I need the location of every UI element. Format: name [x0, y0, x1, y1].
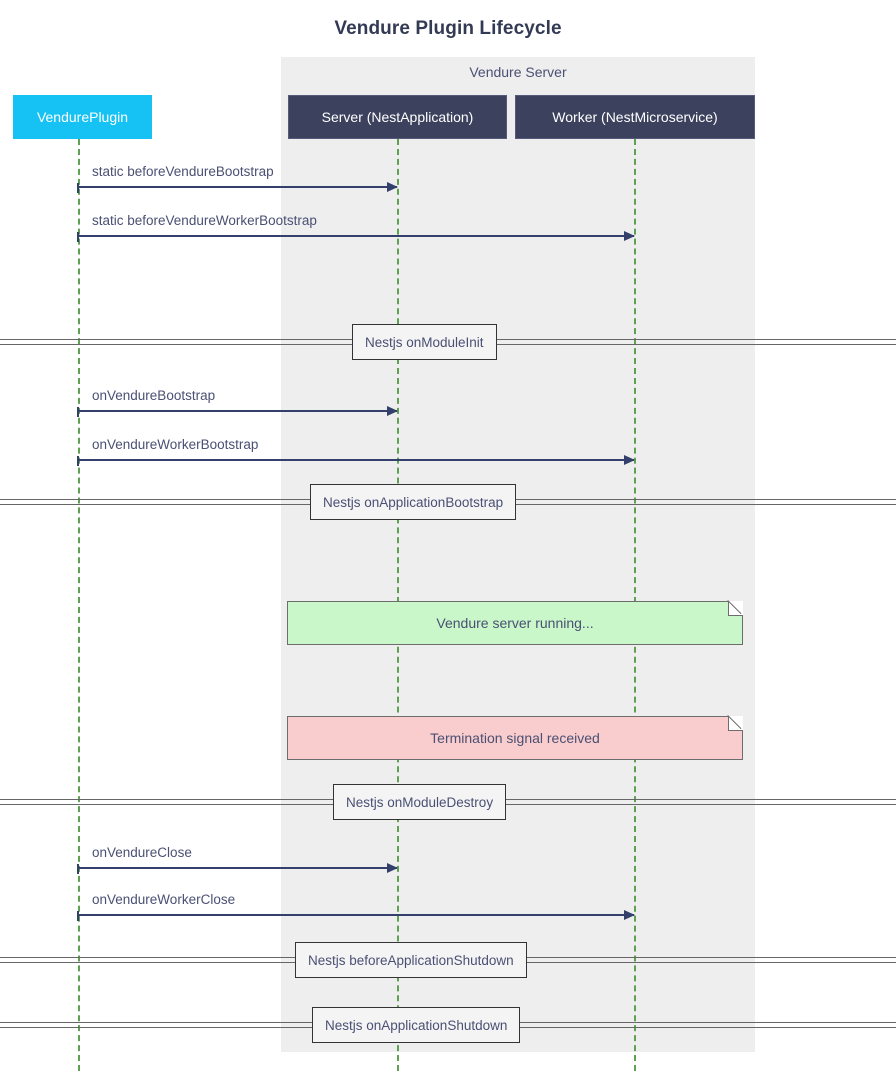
- arrow-tail: [77, 232, 79, 242]
- note-termination-signal: Termination signal received: [287, 716, 743, 760]
- actor-label: Worker (NestMicroservice): [552, 109, 718, 125]
- message-arrow: [77, 231, 635, 242]
- message-arrow: [77, 406, 398, 417]
- actor-label: VendurePlugin: [36, 109, 129, 125]
- message-arrow: [77, 910, 635, 921]
- message-arrow: [77, 863, 398, 874]
- arrow-head-icon: [387, 182, 398, 192]
- message-label: onVendureBootstrap: [92, 388, 216, 403]
- message-label: onVendureClose: [92, 845, 192, 860]
- actor-vendureplugin[interactable]: VendurePlugin: [13, 95, 152, 139]
- arrow-tail: [77, 407, 79, 417]
- arrow-head-icon: [624, 231, 635, 241]
- arrow-tail: [77, 456, 79, 466]
- arrow-head-icon: [387, 406, 398, 416]
- arrow-head-icon: [624, 910, 635, 920]
- divider-label: Nestjs onModuleInit: [352, 324, 497, 360]
- arrow-head-icon: [624, 455, 635, 465]
- arrow-head-icon: [387, 863, 398, 873]
- page-title: Vendure Plugin Lifecycle: [334, 18, 562, 39]
- actor-label: Server (NestApplication): [321, 109, 474, 125]
- note-label: Vendure server running...: [436, 615, 594, 631]
- message-label: static beforeVendureWorkerBootstrap: [92, 213, 317, 228]
- note-label: Termination signal received: [430, 730, 600, 746]
- divider-label: Nestjs beforeApplicationShutdown: [295, 942, 527, 978]
- note-fold-corner-icon: [728, 716, 743, 731]
- lifeline-plugin: [78, 139, 80, 1071]
- note-server-running: Vendure server running...: [287, 601, 743, 645]
- actor-worker[interactable]: Worker (NestMicroservice): [515, 95, 755, 139]
- group-vendure-server: [281, 57, 755, 1052]
- divider-label: Nestjs onApplicationShutdown: [312, 1007, 521, 1043]
- message-label: onVendureWorkerClose: [92, 892, 236, 907]
- message-label: onVendureWorkerBootstrap: [92, 437, 259, 452]
- message-arrow: [77, 182, 398, 193]
- message-arrow: [77, 455, 635, 466]
- arrow-tail: [77, 864, 79, 874]
- arrow-tail: [77, 911, 79, 921]
- message-label: static beforeVendureBootstrap: [92, 164, 274, 179]
- actor-server[interactable]: Server (NestApplication): [288, 95, 507, 139]
- divider-label: Nestjs onApplicationBootstrap: [310, 484, 517, 520]
- note-fold-corner-icon: [728, 601, 743, 616]
- arrow-tail: [77, 183, 79, 193]
- divider-label: Nestjs onModuleDestroy: [333, 784, 507, 820]
- group-label: Vendure Server: [469, 64, 567, 80]
